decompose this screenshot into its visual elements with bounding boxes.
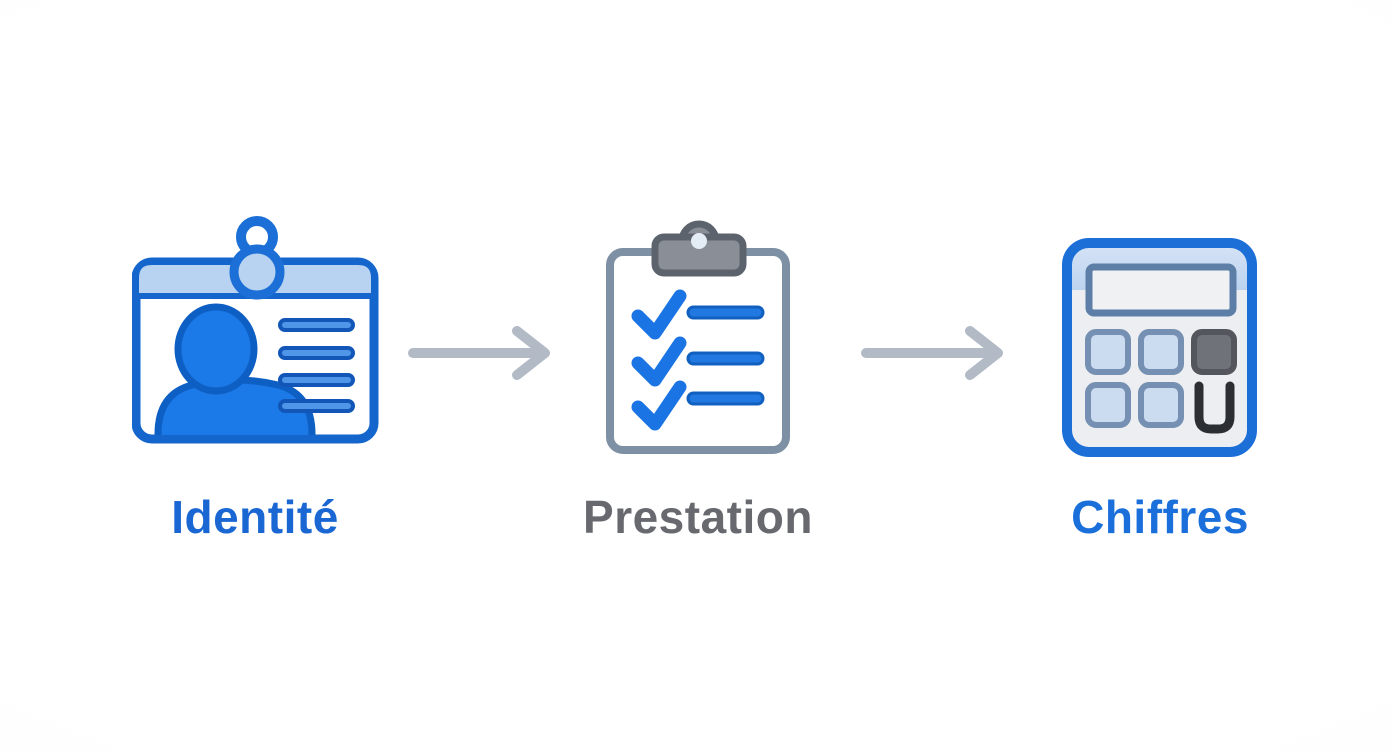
clipboard-clip (651, 220, 747, 277)
checklist-clipboard-icon (598, 220, 798, 458)
arrow-right-icon (408, 326, 550, 380)
calculator-display (1085, 263, 1237, 317)
checklist-clipboard-icon-svg (606, 220, 790, 454)
calculator-icon (1062, 238, 1257, 458)
step-label-identite: Identité (171, 491, 339, 543)
id-badge-icon (131, 210, 382, 450)
badge-text-lines (278, 318, 355, 413)
badge-clip-knob (229, 244, 285, 300)
calculator-u-button (1194, 381, 1235, 434)
calculator-border (1062, 238, 1257, 457)
step-label-prestation: Prestation (583, 491, 813, 543)
calculator-buttons (1085, 329, 1237, 434)
clipboard-board (606, 248, 790, 454)
checklist-lines (686, 305, 765, 406)
checklist-checkmarks (631, 289, 687, 431)
person-silhouette (154, 303, 316, 435)
id-badge-icon-svg (131, 216, 379, 444)
step-label-chiffres: Chiffres (1071, 491, 1249, 543)
arrow-right-icon (861, 326, 1003, 380)
calculator-icon-svg (1062, 238, 1257, 457)
